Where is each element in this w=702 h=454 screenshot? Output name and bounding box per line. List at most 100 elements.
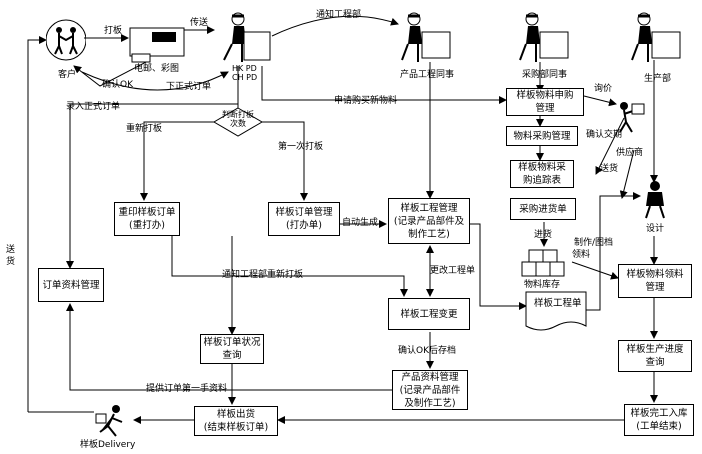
label-first-time: 第一次打板 bbox=[278, 142, 324, 152]
arrow-formal-order bbox=[81, 71, 229, 91]
purchase-req-box: 样板物料申购 管理 bbox=[506, 88, 584, 116]
label-incoming: 进货 bbox=[534, 230, 553, 240]
design-worker-icon bbox=[645, 181, 665, 219]
arrow-confirm-delivery bbox=[595, 117, 625, 175]
arrow-provide-info bbox=[66, 303, 392, 391]
label-provide-info: 提供订单第一手资料 bbox=[146, 384, 228, 394]
line-left-loop bbox=[27, 36, 47, 412]
label-inquiry: 询价 bbox=[594, 84, 613, 94]
arrow-apply-purchase bbox=[261, 66, 507, 104]
progress-query-box: 样板生产进度 查询 bbox=[618, 340, 692, 372]
engineering-mgmt-box: 样板工程管理 (记录产品部件及 制作工艺) bbox=[388, 198, 470, 244]
arrow-to-design bbox=[586, 192, 641, 311]
eng-sheet-shape bbox=[525, 291, 587, 331]
purchase-receive-box: 采购进货单 bbox=[510, 198, 576, 220]
completion-line-2: (工单结束) bbox=[636, 421, 682, 432]
label-deliver-left: 送货 bbox=[6, 245, 16, 267]
label-send: 传送 bbox=[190, 18, 209, 28]
label-confirm-ok: 确认OK bbox=[102, 80, 133, 90]
reprint-order-line-2: (重打办) bbox=[129, 220, 165, 231]
purchase-track-line-2: 购追踪表 bbox=[522, 175, 561, 186]
eng-colleague-icon bbox=[401, 12, 451, 62]
engineering-mgmt-line-1: 样板工程管理 bbox=[400, 202, 458, 214]
stock-label: 物料库存 bbox=[524, 280, 561, 290]
label-making-drawing: 制作/图档 bbox=[574, 238, 614, 248]
arrow-reprint-branch bbox=[140, 121, 214, 201]
product-info-line-3: 及制作工艺) bbox=[404, 397, 456, 409]
completion-box: 样板完工入库 (工单结束) bbox=[624, 404, 694, 436]
label-formal-order: 下正式订单 bbox=[166, 82, 212, 92]
product-info-line-2: (记录产品部件 bbox=[399, 384, 461, 396]
label-archive: 确认OK后存档 bbox=[398, 346, 456, 356]
material-issue-line-1: 样板物料领料 bbox=[626, 269, 684, 280]
arrow-notify-eng bbox=[271, 15, 399, 37]
judge-diamond bbox=[213, 107, 263, 137]
worker-pd-code: HK PD CH PD bbox=[232, 64, 258, 82]
label-enter-formal: 录入正式订单 bbox=[66, 102, 121, 112]
order-status-line-2: 查询 bbox=[222, 350, 242, 361]
reprint-order-box: 重印样板订单 (重打办) bbox=[114, 202, 180, 236]
arrow-supplier-goods bbox=[619, 149, 635, 199]
product-info-box: 产品资料管理 (记录产品部件 及制作工艺) bbox=[392, 370, 468, 410]
order-info-mgmt-line-1: 订单资料管理 bbox=[42, 279, 100, 291]
order-info-mgmt-box: 订单资料管理 bbox=[38, 268, 104, 302]
label-make-sample: 打板 bbox=[104, 26, 123, 36]
production-worker-icon bbox=[631, 12, 681, 62]
customer-icon bbox=[46, 19, 86, 61]
eng-colleague-label: 产品工程同事 bbox=[400, 70, 455, 80]
customer-label: 客户 bbox=[58, 70, 77, 80]
sample-ship-line-1: 样板出货 bbox=[216, 409, 255, 420]
eng-sheet-text: 样板工程单 bbox=[534, 298, 582, 309]
arrow-pick bbox=[571, 261, 619, 280]
progress-query-line-2: 查询 bbox=[645, 357, 665, 368]
label-reprint: 重新打板 bbox=[126, 124, 163, 134]
delivery-label: 样板Delivery bbox=[80, 440, 136, 450]
label-change-sheet: 更改工程单 bbox=[430, 266, 476, 276]
progress-query-line-1: 样板生产进度 bbox=[626, 344, 684, 355]
design-label: 设计 bbox=[646, 224, 665, 234]
judge-line-1: 判断打板 bbox=[222, 110, 254, 119]
eng-change-box: 样板工程变更 bbox=[388, 298, 470, 330]
completion-line-1: 样板完工入库 bbox=[630, 408, 688, 419]
label-auto-gen: 自动生成 bbox=[342, 218, 379, 228]
line-reprint-down bbox=[171, 236, 408, 297]
order-status-line-1: 样板订单状况 bbox=[203, 337, 261, 348]
purchase-receive-line-1: 采购进货单 bbox=[519, 203, 567, 215]
purchase-req-line-2: 管理 bbox=[535, 103, 555, 114]
judge-line-2: 次数 bbox=[230, 119, 246, 128]
sample-order-mgmt-box: 样板订单管理 (打办单) bbox=[268, 202, 340, 236]
engineering-mgmt-line-2: (记录产品部件及 bbox=[393, 215, 465, 227]
engineering-mgmt-line-3: 制作工艺) bbox=[408, 228, 450, 240]
purchase-req-line-1: 样板物料申购 bbox=[516, 90, 574, 101]
label-pick: 领料 bbox=[572, 250, 591, 260]
material-issue-box: 样板物料领料 管理 bbox=[618, 264, 692, 298]
production-label: 生产部 bbox=[644, 74, 672, 84]
material-issue-line-2: 管理 bbox=[645, 282, 665, 293]
purchase-track-line-1: 样板物料采 bbox=[518, 162, 566, 173]
delivery-runner-icon bbox=[95, 405, 123, 437]
arrow-eng-sheet bbox=[470, 223, 527, 310]
material-purchase-box: 物料采购管理 bbox=[506, 126, 578, 146]
reprint-order-line-1: 重印样板订单 bbox=[118, 207, 176, 218]
stock-boxes-icon bbox=[521, 249, 565, 277]
arrow-enter-formal bbox=[66, 103, 238, 269]
material-purchase-line-1: 物料采购管理 bbox=[513, 130, 571, 142]
label-notify-eng: 通知工程部 bbox=[316, 10, 362, 20]
sample-order-mgmt-line-1: 样板订单管理 bbox=[275, 207, 333, 218]
supplier-icon bbox=[619, 102, 645, 133]
judge-text: 判断打板 次数 bbox=[222, 110, 254, 128]
product-info-line-1: 产品资料管理 bbox=[401, 371, 459, 383]
worker-pd-icon bbox=[223, 12, 271, 62]
sample-order-mgmt-line-2: (打办单) bbox=[286, 220, 322, 231]
computer-icon bbox=[129, 27, 185, 63]
arrow-first-branch bbox=[262, 121, 308, 201]
label-ship-goods: 送货 bbox=[600, 164, 619, 174]
label-confirm-delivery: 确认交期 bbox=[586, 130, 623, 140]
purchase-track-box: 样板物料采 购追踪表 bbox=[510, 160, 574, 188]
purchasing-colleague-label: 采购部同事 bbox=[522, 70, 568, 80]
order-status-box: 样板订单状况 查询 bbox=[200, 334, 264, 364]
arrow-inquiry bbox=[583, 95, 617, 107]
label-notify-reprint: 通知工程部重新打板 bbox=[222, 270, 304, 280]
